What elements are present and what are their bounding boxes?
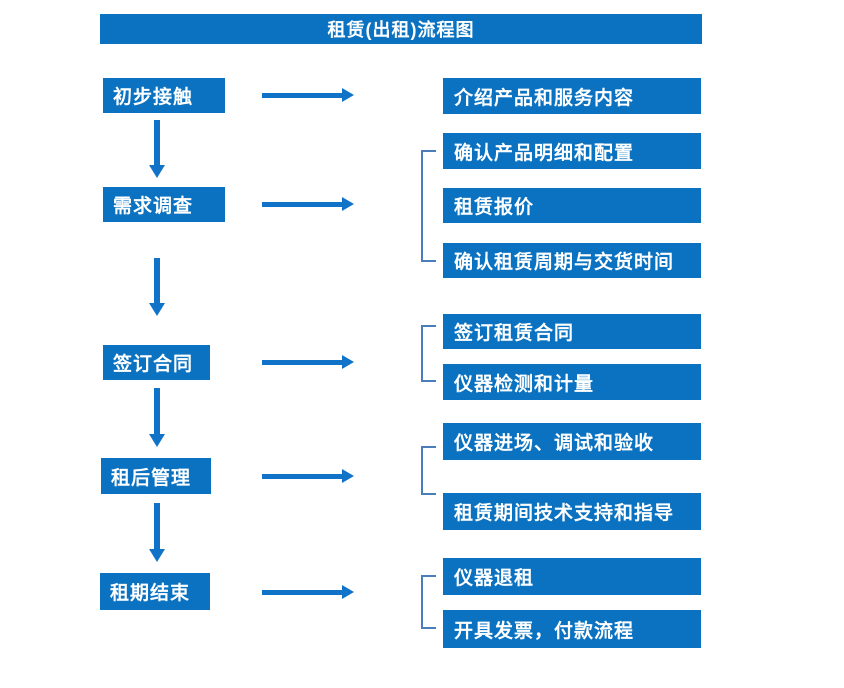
arrow-head (342, 585, 354, 599)
arrow-head (149, 434, 165, 447)
group-bracket (421, 150, 436, 262)
right-arrow-icon (262, 197, 354, 211)
group-bracket (421, 446, 436, 495)
detail-invoice-payment: 开具发票，付款流程 (443, 610, 701, 648)
arrow-shaft (154, 120, 160, 165)
down-arrow-icon (149, 120, 165, 178)
detail-instrument-inspection: 仪器检测和计量 (443, 364, 701, 400)
detail-tech-support-guidance: 租赁期间技术支持和指导 (443, 493, 701, 530)
arrow-head (342, 197, 354, 211)
arrow-head (342, 88, 354, 102)
flowchart-title: 租赁(出租)流程图 (100, 14, 702, 44)
detail-rental-quotation: 租赁报价 (443, 188, 701, 223)
arrow-head (149, 549, 165, 562)
arrow-shaft (154, 258, 160, 303)
arrow-head (342, 469, 354, 483)
right-arrow-icon (262, 469, 354, 483)
step-demand-survey: 需求调查 (103, 187, 225, 222)
detail-instrument-setup-acceptance: 仪器进场、调试和验收 (443, 423, 701, 460)
arrow-shaft (262, 201, 342, 207)
group-bracket (421, 325, 436, 382)
right-arrow-icon (262, 585, 354, 599)
down-arrow-icon (149, 503, 165, 562)
arrow-shaft (262, 359, 342, 365)
step-rental-end: 租期结束 (100, 573, 210, 610)
arrow-head (149, 303, 165, 316)
group-bracket (421, 575, 436, 629)
arrow-shaft (154, 388, 160, 434)
right-arrow-icon (262, 355, 354, 369)
detail-confirm-period-delivery: 确认租赁周期与交货时间 (443, 243, 701, 278)
step-sign-contract: 签订合同 (103, 345, 210, 380)
detail-introduce-products-services: 介绍产品和服务内容 (443, 78, 701, 114)
arrow-shaft (262, 473, 342, 479)
detail-instrument-return: 仪器退租 (443, 558, 701, 595)
arrow-shaft (262, 589, 342, 595)
arrow-head (342, 355, 354, 369)
step-initial-contact: 初步接触 (103, 78, 225, 113)
arrow-shaft (262, 92, 342, 98)
down-arrow-icon (149, 258, 165, 316)
arrow-head (149, 165, 165, 178)
detail-confirm-product-config: 确认产品明细和配置 (443, 133, 701, 169)
detail-sign-rental-contract: 签订租赁合同 (443, 314, 701, 349)
down-arrow-icon (149, 388, 165, 447)
step-post-rental-management: 租后管理 (101, 458, 211, 494)
arrow-shaft (154, 503, 160, 549)
right-arrow-icon (262, 88, 354, 102)
